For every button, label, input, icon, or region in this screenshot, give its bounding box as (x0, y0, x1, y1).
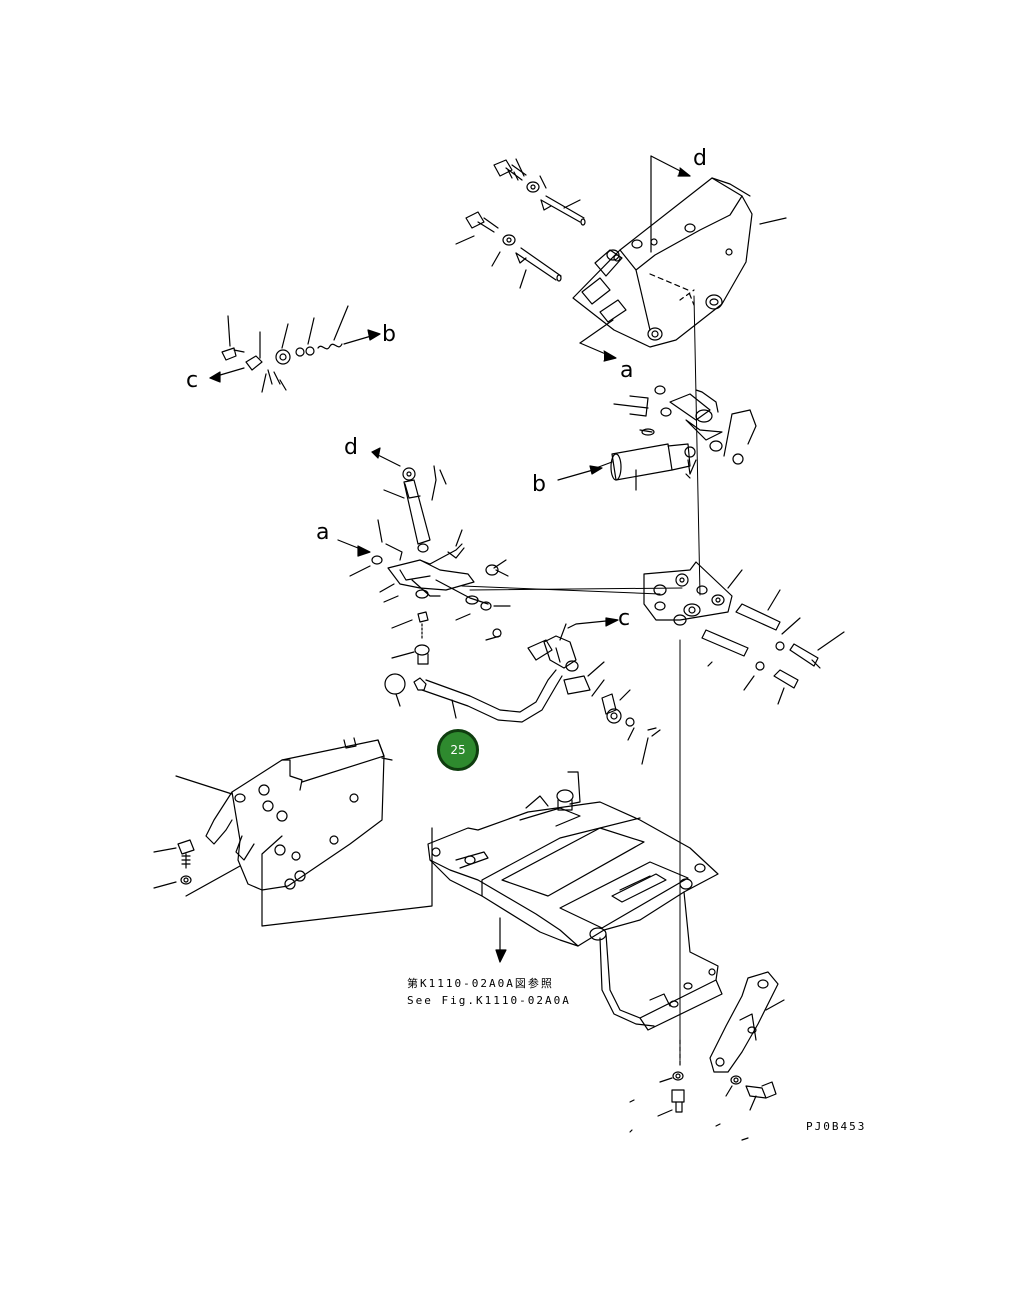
lower-right-arm (629, 971, 785, 1141)
part-hotspot-button[interactable]: 25 (437, 729, 479, 771)
lower-left-bracket (153, 737, 433, 927)
callout-d-lower: d (344, 435, 358, 460)
upper-bracket (572, 177, 787, 348)
callout-a-lower: a (316, 520, 330, 545)
reference-note-jp: 第K1110-02A0A図参照 (407, 977, 554, 990)
control-rod (384, 639, 563, 723)
callout-c-lower: c (618, 606, 631, 631)
hinge-bracket (643, 561, 845, 705)
arrow-a-upper (579, 319, 617, 362)
callout-b-upper: b (382, 322, 396, 347)
guide-line (679, 295, 701, 1061)
callout-c-upper: c (186, 368, 199, 393)
arrow-d-upper (650, 155, 691, 253)
linkage-assembly (337, 519, 683, 665)
callout-a-upper: a (620, 358, 634, 383)
callout-b-lower: b (532, 472, 546, 497)
drawing-code: PJ0B453 (806, 1120, 867, 1133)
gas-spring-left (371, 447, 447, 553)
lower-plate (427, 771, 723, 1031)
small-assembly-left (209, 305, 381, 393)
lever-assembly (543, 617, 661, 765)
callout-d-upper: d (693, 146, 707, 171)
upper-fasteners (455, 158, 586, 289)
reference-note-en: See Fig.K1110-02A0A (407, 994, 571, 1007)
gas-spring-right (557, 385, 757, 491)
